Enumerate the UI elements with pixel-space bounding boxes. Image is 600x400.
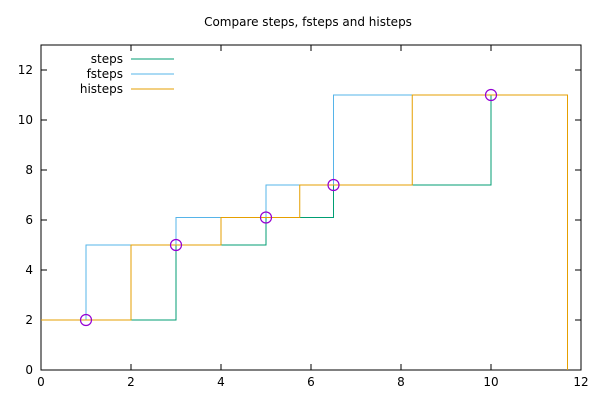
x-tick-label: 4 xyxy=(217,375,225,389)
y-tick-label: 6 xyxy=(25,213,33,227)
points-layer xyxy=(79,88,498,327)
x-tick-label: 10 xyxy=(483,375,498,389)
series-line-steps xyxy=(86,95,492,321)
legend-label-histeps: histeps xyxy=(80,82,123,96)
y-tick-label: 12 xyxy=(18,63,33,77)
data-point xyxy=(327,178,340,192)
y-tick-label: 8 xyxy=(25,163,33,177)
data-point xyxy=(169,238,183,252)
x-tick-label: 0 xyxy=(37,375,45,389)
data-point xyxy=(259,211,273,224)
chart-title: Compare steps, fsteps and histeps xyxy=(204,15,412,29)
legend-label-fsteps: fsteps xyxy=(87,67,123,81)
y-tick-label: 0 xyxy=(25,363,33,377)
series-line-fsteps xyxy=(85,94,491,320)
x-tick-label: 2 xyxy=(127,375,135,389)
y-tick-label: 2 xyxy=(25,313,33,327)
legend-label-steps: steps xyxy=(91,52,123,66)
y-tick-label: 10 xyxy=(18,113,33,127)
data-point xyxy=(484,88,498,102)
y-tick-label: 4 xyxy=(25,263,33,277)
data-point xyxy=(79,313,93,327)
series-line-histeps xyxy=(41,94,568,370)
series-layer xyxy=(41,94,568,370)
x-tick-label: 6 xyxy=(307,375,315,389)
x-tick-label: 12 xyxy=(573,375,588,389)
x-tick-label: 8 xyxy=(397,375,405,389)
